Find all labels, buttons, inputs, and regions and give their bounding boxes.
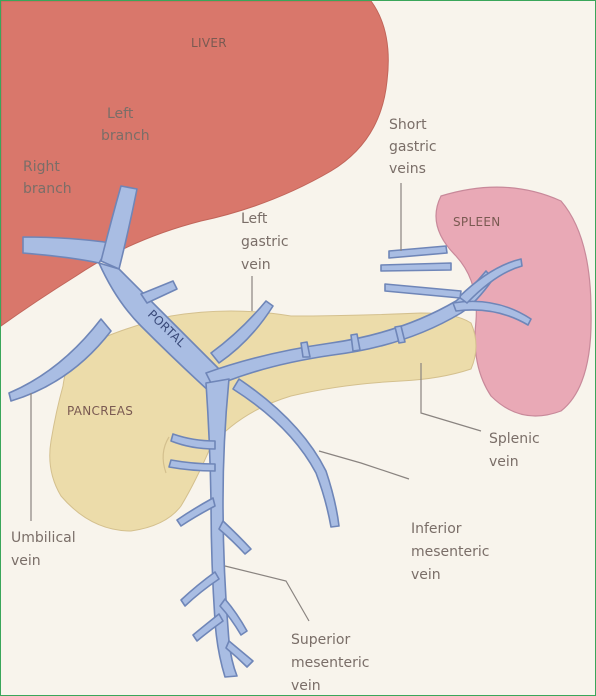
svg-text:gastric: gastric bbox=[241, 234, 289, 250]
short-gastric-label: Short gastric veins bbox=[389, 117, 437, 177]
portal-twig bbox=[141, 281, 177, 303]
umbilical-label: Umbilical vein bbox=[11, 530, 76, 569]
svg-text:vein: vein bbox=[241, 257, 271, 273]
splenic-label: Splenic vein bbox=[489, 431, 540, 470]
pancreas-shape bbox=[50, 311, 476, 531]
svg-text:Left: Left bbox=[241, 211, 268, 227]
inferior-mesenteric-leader bbox=[319, 451, 409, 479]
short-gastric-vein-1 bbox=[389, 246, 447, 258]
superior-mesenteric-label: Superior mesenteric vein bbox=[291, 632, 369, 694]
left-gastric-label: Left gastric vein bbox=[241, 211, 289, 273]
svg-text:vein: vein bbox=[411, 567, 441, 583]
svg-text:Splenic: Splenic bbox=[489, 431, 540, 447]
svg-text:vein: vein bbox=[291, 678, 321, 694]
svg-text:Umbilical: Umbilical bbox=[11, 530, 76, 546]
short-gastric-vein-2 bbox=[381, 263, 451, 271]
svg-text:Right: Right bbox=[23, 159, 60, 175]
spleen-label: SPLEEN bbox=[453, 215, 500, 229]
svg-text:Short: Short bbox=[389, 117, 427, 133]
pancreas-label: PANCREAS bbox=[67, 404, 133, 418]
svg-text:mesenteric: mesenteric bbox=[291, 655, 369, 671]
inferior-mesenteric-label: Inferior mesenteric vein bbox=[411, 521, 489, 583]
svg-text:Left: Left bbox=[107, 106, 134, 122]
svg-text:branch: branch bbox=[101, 128, 150, 144]
svg-text:vein: vein bbox=[489, 454, 519, 470]
svg-text:gastric: gastric bbox=[389, 139, 437, 155]
superior-mesenteric-leader bbox=[225, 566, 309, 621]
svg-text:branch: branch bbox=[23, 181, 72, 197]
short-gastric-vein-3 bbox=[385, 284, 461, 298]
svg-text:Superior: Superior bbox=[291, 632, 350, 648]
svg-text:veins: veins bbox=[389, 161, 426, 177]
svg-text:mesenteric: mesenteric bbox=[411, 544, 489, 560]
svg-text:vein: vein bbox=[11, 553, 41, 569]
liver-label: LIVER bbox=[191, 36, 227, 50]
svg-text:Inferior: Inferior bbox=[411, 521, 462, 537]
